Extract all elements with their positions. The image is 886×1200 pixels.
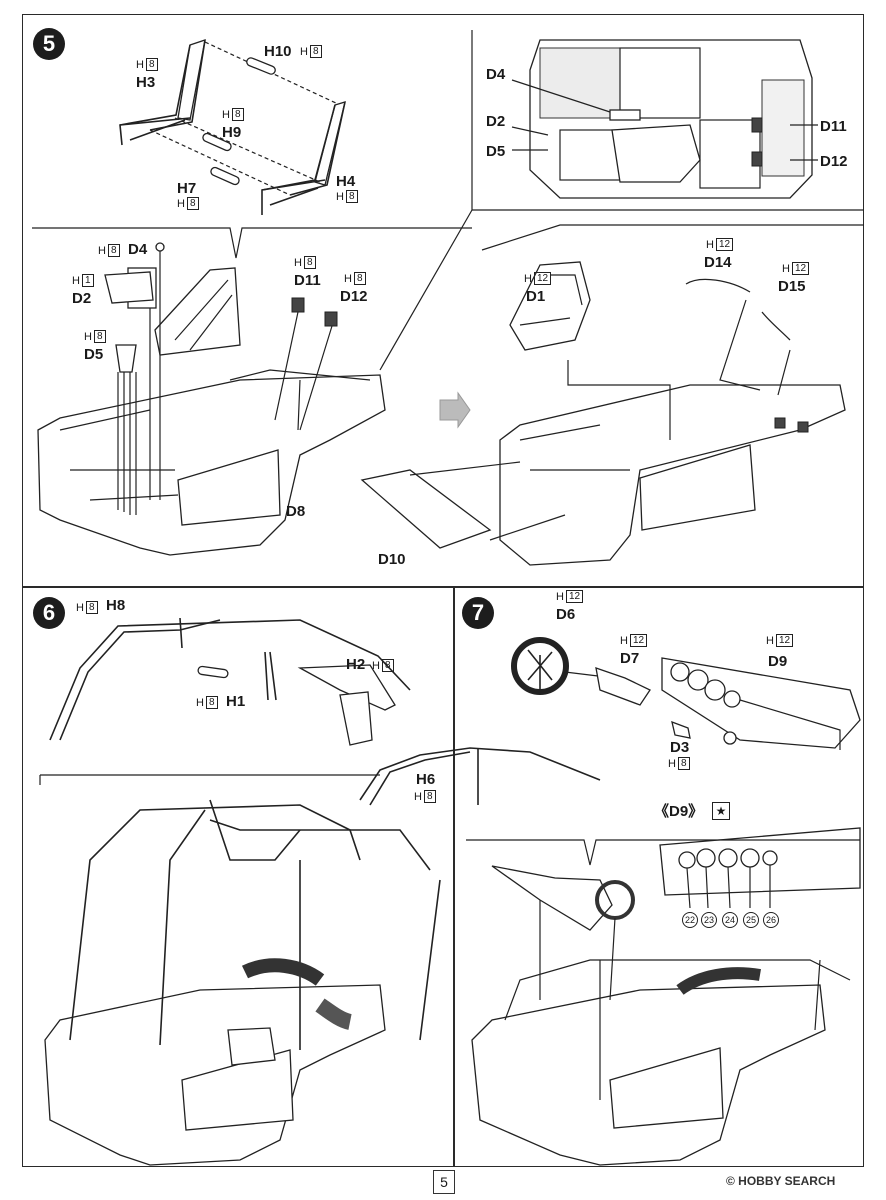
part-label-d7: D7: [620, 650, 640, 667]
part-label-d5: D5: [84, 346, 104, 363]
part-label-d2: D2: [72, 290, 92, 307]
part-label-d9: D9: [768, 653, 788, 670]
watermark: © HOBBY SEARCH: [726, 1174, 836, 1188]
step-number: 5: [42, 31, 56, 56]
chassis-tub-right-art: [360, 261, 846, 566]
step-7-badge: 7: [462, 597, 494, 629]
step-number: 7: [471, 600, 485, 625]
part-label-h7: H7: [177, 180, 197, 197]
rollbar-frame-art: [119, 39, 346, 215]
part-label-d10: D10: [378, 551, 406, 568]
decal-number-22: 22: [682, 912, 698, 928]
step-5-badge: 5: [33, 28, 65, 60]
step-6-badge: 6: [33, 597, 65, 629]
step6-panel: [22, 587, 454, 1167]
part-label-h2: H2: [346, 656, 366, 673]
step-number: 6: [42, 600, 56, 625]
part-label-h3: H3: [136, 74, 156, 91]
decal-number-24: 24: [722, 912, 738, 928]
chassis-tub-left-art: [37, 242, 386, 556]
topview-label-d11: D11: [820, 118, 847, 135]
step6-art: [39, 617, 601, 1166]
d9-detail-title: 《D9》: [654, 803, 704, 820]
decal-number-26: 26: [763, 912, 779, 928]
topview-label-d4: D4: [486, 66, 506, 83]
decal-number-23: 23: [701, 912, 717, 928]
part-label-h10: H10: [264, 43, 292, 60]
page-number: 5: [433, 1170, 455, 1194]
part-label-d4: D4: [128, 241, 148, 258]
decal-number-25: 25: [743, 912, 759, 928]
step7-art: [466, 637, 861, 1166]
part-label-d6: D6: [556, 606, 576, 623]
part-label-d12: D12: [340, 288, 368, 305]
decal-star-icon: ★: [712, 802, 730, 820]
step7-panel: [454, 587, 864, 1167]
topview-label-d5: D5: [486, 143, 506, 160]
part-label-d14: D14: [704, 254, 732, 271]
step5-panel: [22, 14, 864, 587]
part-label-d8: D8: [286, 503, 306, 520]
topview-label-d2: D2: [486, 113, 506, 130]
part-label-d3: D3: [670, 739, 690, 756]
chassis-topview-art: [511, 39, 818, 199]
topview-label-d12: D12: [820, 153, 848, 170]
part-label-h6: H6: [416, 771, 436, 788]
part-label-d15: D15: [778, 278, 806, 295]
part-label-h8: H8: [106, 597, 126, 614]
part-label-h9: H9: [222, 124, 242, 141]
part-label-h1: H1: [226, 693, 246, 710]
part-label-h4: H4: [336, 173, 356, 190]
part-label-d11: D11: [294, 272, 321, 289]
part-label-d1: D1: [526, 288, 546, 305]
